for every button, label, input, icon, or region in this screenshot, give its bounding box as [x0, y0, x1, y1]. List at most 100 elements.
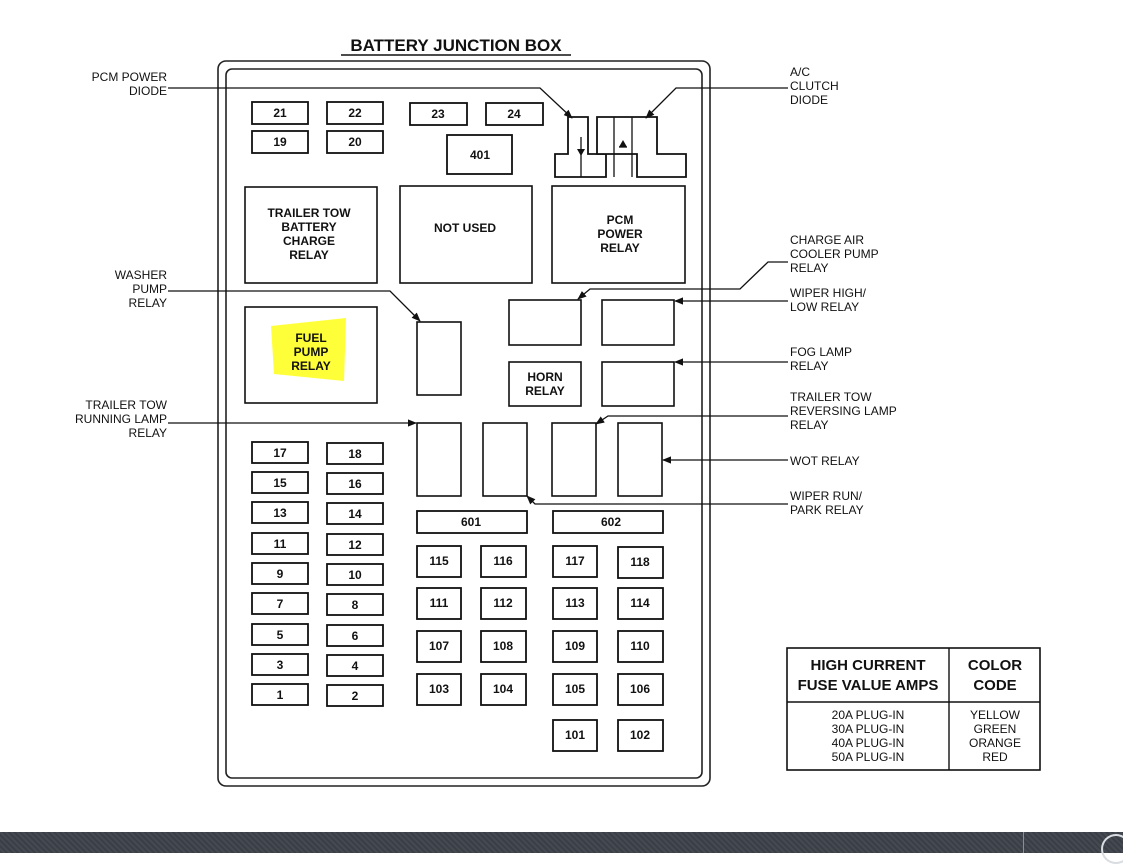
fuse-2: 2: [326, 684, 384, 707]
fog-lamp-relay: [601, 361, 675, 407]
fuse-23: 23: [409, 102, 468, 126]
fuse-106: 106: [617, 673, 664, 706]
fuse-24: 24: [485, 102, 544, 126]
fuse-8: 8: [326, 593, 384, 616]
svg-text:9: 9: [277, 567, 284, 581]
svg-text:8: 8: [352, 598, 359, 612]
washer-pump-relay: [416, 321, 462, 396]
svg-text:115: 115: [429, 554, 449, 568]
pcm-power-diode: [554, 116, 607, 178]
fuse-10: 10: [326, 563, 384, 586]
svg-text:11: 11: [274, 537, 287, 551]
fuse-107: 107: [416, 630, 462, 663]
fuse-6: 6: [326, 624, 384, 647]
svg-text:1: 1: [277, 688, 284, 702]
battery-junction-box-diagram: BATTERY JUNCTION BOX 21 22 23 24 19 20 4…: [75, 36, 1041, 787]
logo-icon[interactable]: [1101, 834, 1123, 864]
svg-text:102: 102: [630, 728, 650, 742]
svg-text:116: 116: [493, 554, 513, 568]
fuse-7: 7: [251, 592, 309, 615]
fuse-601: 601: [416, 510, 528, 534]
charge-air-cooler-pump-relay: [508, 299, 582, 346]
svg-text:22: 22: [348, 106, 362, 120]
wot-relay: [617, 422, 663, 497]
callout-wiper-run-park-relay: WIPER RUN/PARK RELAY: [790, 489, 864, 517]
svg-text:114: 114: [630, 596, 650, 610]
wiper-high-low-relay: [601, 299, 675, 346]
fuse-9: 9: [251, 562, 309, 585]
leader-pcm-power-diode: [168, 87, 573, 119]
leader-trailer-tow-reversing: [595, 415, 788, 425]
svg-text:3: 3: [277, 658, 284, 672]
svg-text:17: 17: [273, 446, 287, 460]
svg-text:111: 111: [430, 596, 449, 610]
svg-text:4: 4: [352, 659, 359, 673]
leader-charge-air-cooler: [577, 261, 788, 300]
svg-text:10: 10: [348, 568, 362, 582]
footer-bar: [0, 832, 1123, 864]
fuse-13: 13: [251, 501, 309, 524]
fuse-108: 108: [480, 630, 527, 663]
svg-text:103: 103: [429, 682, 449, 696]
svg-text:108: 108: [493, 639, 513, 653]
svg-text:105: 105: [565, 682, 585, 696]
fuse-118: 118: [617, 546, 664, 579]
fuse-22: 22: [326, 101, 384, 125]
fuse-105: 105: [552, 673, 598, 706]
fuse-602: 602: [552, 510, 664, 534]
svg-text:24: 24: [507, 107, 521, 121]
svg-text:112: 112: [493, 596, 513, 610]
fuse-15: 15: [251, 471, 309, 494]
svg-text:6: 6: [352, 629, 359, 643]
fuse-11: 11: [251, 532, 309, 555]
callout-wiper-high-low-relay: WIPER HIGH/LOW RELAY: [790, 286, 867, 314]
fuse-16: 16: [326, 472, 384, 495]
svg-text:12: 12: [348, 538, 362, 552]
leader-washer-pump: [168, 290, 421, 322]
svg-text:19: 19: [273, 135, 287, 149]
trailer-tow-reversing-lamp-relay: [551, 422, 597, 497]
leader-wiper-run-park: [526, 495, 788, 505]
leader-ac-clutch-diode: [645, 87, 788, 119]
svg-text:117: 117: [565, 554, 585, 568]
callout-wot-relay: WOT RELAY: [790, 454, 860, 468]
svg-text:NOT USED: NOT USED: [434, 221, 496, 235]
fuse-113: 113: [552, 587, 598, 620]
fuse-116: 116: [480, 545, 527, 578]
svg-text:2: 2: [352, 689, 359, 703]
svg-text:5: 5: [277, 628, 284, 642]
fuse-117: 117: [552, 545, 598, 578]
fuse-4: 4: [326, 654, 384, 677]
diagram-title: BATTERY JUNCTION BOX: [350, 36, 562, 55]
fuse-5: 5: [251, 623, 309, 646]
fuse-12: 12: [326, 533, 384, 556]
svg-text:14: 14: [348, 507, 362, 521]
svg-text:106: 106: [630, 682, 650, 696]
svg-text:110: 110: [630, 639, 650, 653]
fuse-103: 103: [416, 673, 462, 706]
trailer-tow-running-lamp-relay: [416, 422, 462, 497]
svg-text:15: 15: [273, 476, 287, 490]
svg-text:107: 107: [429, 639, 449, 653]
svg-text:109: 109: [565, 639, 585, 653]
fuse-19: 19: [251, 130, 309, 154]
fuse-14: 14: [326, 502, 384, 525]
svg-text:16: 16: [348, 477, 362, 491]
svg-text:113: 113: [565, 596, 585, 610]
svg-text:104: 104: [493, 682, 513, 696]
fuse-3: 3: [251, 653, 309, 676]
not-used-relay: NOT USED: [399, 185, 533, 284]
